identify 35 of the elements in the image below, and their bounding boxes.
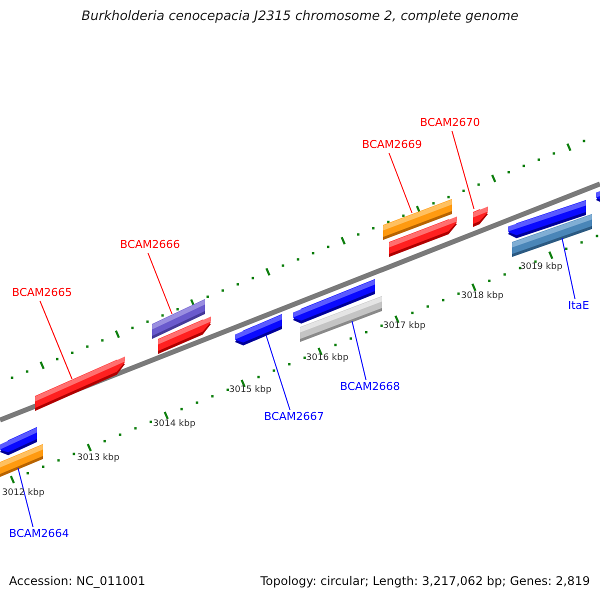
- gene-block: [383, 199, 452, 240]
- leader-line: [40, 300, 72, 380]
- scale-label: 3015 kbp: [229, 386, 272, 396]
- gene-block: [300, 296, 382, 342]
- leader-line: [452, 130, 474, 210]
- diagram-title: Burkholderia cenocepacia J2315 chromosome 2, complete genome: [80, 10, 520, 24]
- scale-label: 3018 kbp: [461, 292, 504, 302]
- gene-block: [473, 206, 488, 227]
- leader-line: [352, 320, 366, 380]
- scale-label: 3019 kbp: [520, 263, 562, 273]
- gene-name: BCAM2670: [420, 117, 480, 130]
- leader-line: [388, 152, 412, 214]
- gene-name: BCAM2667: [264, 411, 324, 424]
- gene-name: BCAM2668: [340, 381, 400, 394]
- accession-text: Accession: NC_011001: [9, 575, 146, 588]
- gene-block: [0, 444, 43, 477]
- gene-block: [35, 356, 125, 411]
- scale-label: 3014 kbp: [153, 420, 196, 430]
- scale-label: 3017 kbp: [383, 322, 426, 332]
- gene-block: [235, 314, 282, 346]
- leader-line: [148, 252, 172, 314]
- gene-name: BCAM2664: [9, 528, 70, 540]
- scale-label: 3016 kbp: [306, 354, 348, 364]
- gene-name: BCAM2666: [120, 239, 180, 252]
- leader-line: [18, 468, 34, 528]
- gene-name: BCAM2669: [362, 139, 422, 152]
- gene-block: [512, 214, 592, 257]
- leader-line: [266, 334, 290, 410]
- scale-label: 3012 kbp: [2, 489, 44, 499]
- genome-info-text: Topology: circular; Length: 3,217,062 bp; Genes: 2,819: [260, 575, 590, 588]
- leader-line: [562, 238, 576, 300]
- scale-label: 3013 kbp: [77, 454, 120, 464]
- gene-name: BCAM2665: [12, 287, 72, 300]
- gene-block: [152, 299, 205, 339]
- gene-name: ItaE: [568, 300, 590, 312]
